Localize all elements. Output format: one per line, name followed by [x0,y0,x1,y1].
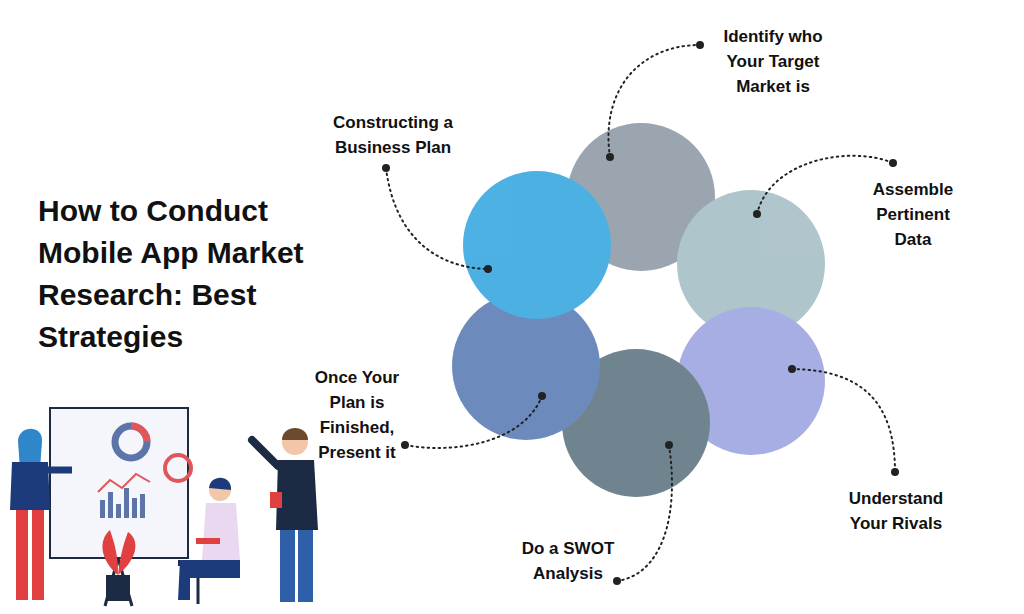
leader-lines [386,45,895,581]
diagram-title: How to Conduct Mobile App Market Researc… [38,190,338,358]
person-skirt [178,560,240,600]
leader-dot [538,392,546,400]
board-donut [165,455,191,481]
leader-dots [382,41,899,585]
leader-line [757,156,893,214]
step-label: Do a SWOT Analysis [513,536,623,586]
person-hair [282,428,308,440]
board-donut [115,426,147,458]
leader-line [386,168,488,269]
person-jacket [276,460,318,530]
leader-dot [484,265,492,273]
plant-pot [106,575,130,601]
plant-leaf [102,530,118,575]
step-label: Assemble Pertinent Data [858,177,968,252]
tablet [270,492,282,508]
step-label: Identify who Your Target Market is [713,24,833,99]
person-arm [48,467,72,474]
person-leg [16,510,28,600]
leader-line [617,445,672,581]
leader-dot [606,153,614,161]
leader-dot [696,41,704,49]
board-line-chart [98,474,150,492]
leader-line [405,396,542,448]
plant-leaf [118,532,135,575]
circle [463,171,611,319]
leader-dot [889,159,897,167]
person-hair [209,478,231,490]
leader-line [792,369,895,472]
person-head [282,429,308,455]
leader-dot [613,577,621,585]
person-jacket [10,462,50,510]
leader-dot [891,468,899,476]
leader-dot [401,441,409,449]
leader-dot [665,441,673,449]
person-leg [280,530,295,602]
leader-dot [382,164,390,172]
person-leg [32,510,44,600]
people-illustration [10,408,318,606]
person-arm [252,440,278,466]
step-label: Constructing a Business Plan [323,110,463,160]
notebook [196,538,220,544]
board-donut [131,426,147,442]
leader-dot [753,210,761,218]
leader-dot [788,365,796,373]
step-label: Understand Your Rivals [841,486,951,536]
circle-ring [452,123,825,497]
person-leg [298,530,313,602]
presentation-board [50,408,188,558]
person-blouse [202,503,240,560]
board-bars [100,488,145,518]
step-label: Once Your Plan is Finished, Present it [297,365,417,465]
leader-line [608,45,700,157]
